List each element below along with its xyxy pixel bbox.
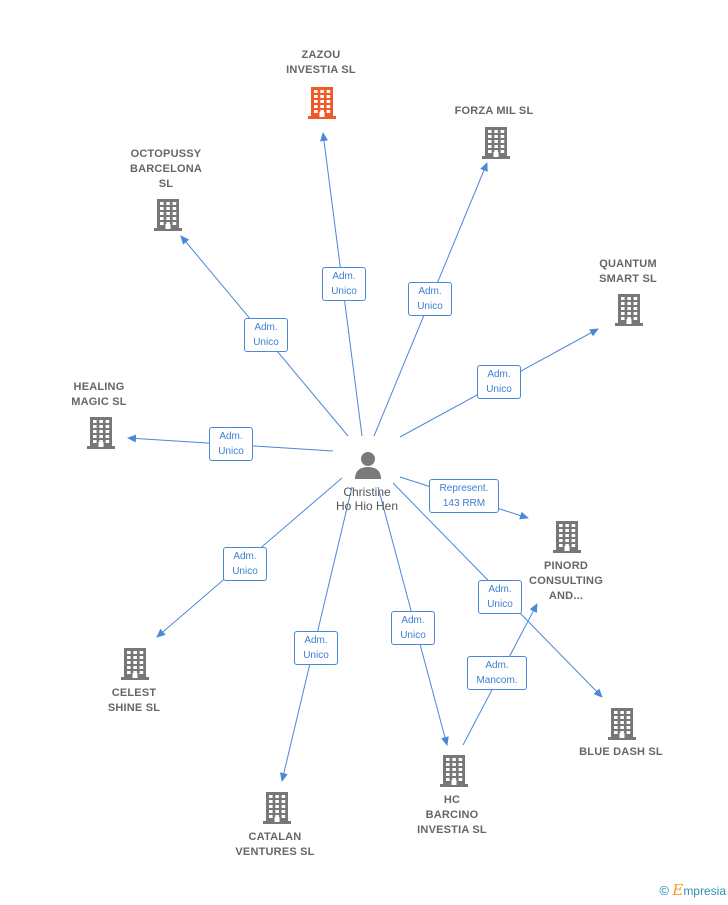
edge-label-octopussy[interactable]: Adm. Unico <box>244 318 288 352</box>
company-name-bluedash[interactable]: BLUE DASH SL <box>579 745 663 758</box>
company-name-pinord[interactable]: PINORD CONSULTING AND... <box>529 559 603 602</box>
edge-label-healing[interactable]: Adm. Unico <box>209 427 253 461</box>
edge-label-zazou[interactable]: Adm. Unico <box>322 267 366 301</box>
company-name-octopussy[interactable]: OCTOPUSSY BARCELONA SL <box>129 147 203 190</box>
building-icon[interactable] <box>613 293 645 332</box>
edge-label-quantum[interactable]: Adm. Unico <box>477 365 521 399</box>
copyright-icon: © <box>659 883 670 898</box>
building-icon[interactable] <box>480 126 512 165</box>
company-name-quantum[interactable]: QUANTUM SMART SL <box>599 258 657 285</box>
edge-label-hc[interactable]: Adm. Unico <box>391 611 435 645</box>
edge-label-forza[interactable]: Adm. Unico <box>408 282 452 316</box>
company-name-celest[interactable]: CELEST SHINE SL <box>107 687 161 714</box>
edge-label-hc-pinord[interactable]: Adm. Mancom. <box>467 656 527 690</box>
building-icon[interactable] <box>438 754 470 793</box>
building-icon[interactable] <box>606 707 638 746</box>
brand-name: mpresia <box>683 884 726 898</box>
brand-logo: © Empresia <box>659 881 726 899</box>
building-icon[interactable] <box>551 520 583 559</box>
building-icon[interactable] <box>152 198 184 237</box>
edge-label-catalan[interactable]: Adm. Unico <box>294 631 338 665</box>
building-icon[interactable] <box>119 647 151 686</box>
company-name-hc[interactable]: HC BARCINO INVESTIA SL <box>417 793 487 836</box>
edge-label-bluedash[interactable]: Adm. Unico <box>478 580 522 614</box>
edge-label-celest[interactable]: Adm. Unico <box>223 547 267 581</box>
building-icon[interactable] <box>85 416 117 455</box>
building-icon[interactable] <box>261 791 293 830</box>
brand-initial: E <box>672 881 684 899</box>
building-icon[interactable] <box>306 86 338 125</box>
company-name-forza[interactable]: FORZA MIL SL <box>454 104 534 117</box>
person-name[interactable]: Christine Ho Hio Hen <box>335 485 399 513</box>
person-icon[interactable] <box>353 450 383 485</box>
company-name-zazou[interactable]: ZAZOU INVESTIA SL <box>286 49 356 76</box>
company-name-healing[interactable]: HEALING MAGIC SL <box>71 381 127 408</box>
edge-label-pinord[interactable]: Represent. 143 RRM <box>429 479 499 513</box>
company-name-catalan[interactable]: CATALAN VENTURES SL <box>235 831 315 858</box>
